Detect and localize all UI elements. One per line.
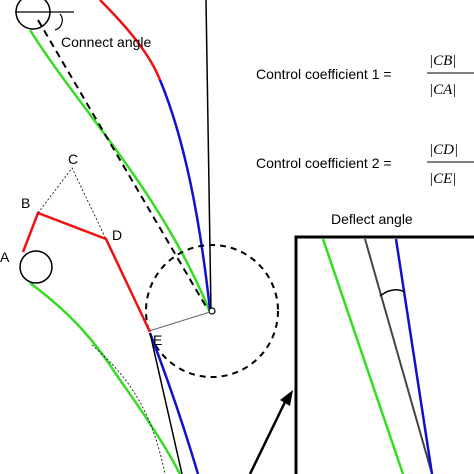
cc2-numerator: |CD| [429,142,458,158]
zoom-pointer-line [248,401,287,474]
inset-black-line [364,238,433,474]
radius-line [148,311,211,332]
cc1-numerator: |CB| [429,53,456,69]
control-polygon-red [21,211,152,333]
cc2-prefix: Control coefficient 2 = [256,155,392,171]
connect-angle-label: Connect angle [61,34,152,50]
control-coefficient-2: Control coefficient 2 = |CD| |CE| [256,142,474,187]
lower-green-curve [29,281,182,474]
upper-profile: Connect angle [15,0,212,313]
connect-angle-arc [54,13,63,31]
point-d-label: D [112,227,122,243]
lower-blue-curve [148,332,200,474]
lower-profile: A B C D E [0,151,293,474]
point-e-label: E [153,332,162,348]
deflect-angle-inset: Deflect angle [294,211,474,474]
cc1-prefix: Control coefficient 1 = [256,66,392,82]
point-c-label: C [68,151,78,167]
upper-green-curve [28,29,212,313]
inset-green-line [321,238,405,474]
cc2-denominator: |CE| [429,171,456,187]
upper-blue-curve [158,79,212,311]
upper-dashed-line [37,19,209,311]
upper-vertical-line [205,0,212,313]
lower-dotted-curve [91,344,166,474]
cc1-denominator: |CA| [429,82,456,98]
inset-blue-line [394,238,434,474]
point-a-label: A [0,249,10,265]
control-coefficient-1: Control coefficient 1 = |CB| |CA| [256,53,474,98]
point-a-circle [19,250,53,284]
trailing-edge-region [145,244,279,378]
control-polygon-dotted [37,167,107,240]
point-b-label: B [21,195,30,211]
trailing-edge-point [208,307,216,315]
upper-red-curve [99,0,162,81]
leading-edge-circle [15,0,51,30]
inset-frame [294,235,474,474]
deflect-angle-arc [379,289,406,297]
zoom-pointer-arrowhead [280,390,293,406]
lower-black-line [149,332,183,474]
trailing-edge-dashed-circle [145,244,279,378]
deflect-angle-label: Deflect angle [331,211,413,227]
